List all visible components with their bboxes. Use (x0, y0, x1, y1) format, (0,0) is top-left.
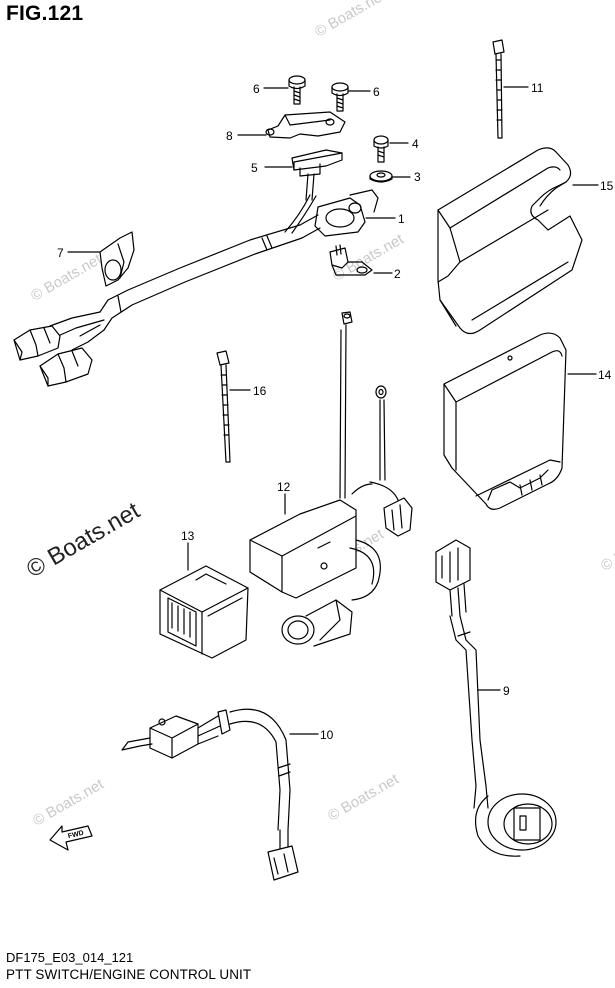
callout-8: 8 (226, 129, 233, 143)
harness-1 (13, 189, 379, 387)
callout-2: 2 (394, 267, 401, 281)
fwd-arrow-icon (49, 825, 93, 851)
callout-13: 13 (181, 529, 195, 543)
cover-15 (437, 147, 583, 335)
cable-tie-16 (216, 350, 231, 463)
fwd-label: FWD (67, 830, 84, 841)
harness-9 (435, 539, 557, 857)
screw-4 (373, 135, 389, 163)
callout-14: 14 (598, 368, 612, 382)
clip-7 (99, 231, 135, 287)
switch-harness-10 (121, 708, 299, 881)
callout-15: 15 (600, 179, 614, 193)
bracket-8 (265, 111, 346, 139)
callout-1: 1 (398, 212, 405, 226)
callout-5: 5 (251, 161, 258, 175)
ecu-14 (443, 332, 567, 510)
switch-5 (291, 149, 343, 201)
callout-4: 4 (412, 137, 419, 151)
callout-6b: 6 (373, 85, 380, 99)
callout-7: 7 (57, 246, 64, 260)
diagram-caption: PTT SWITCH/ENGINE CONTROL UNIT (6, 967, 252, 982)
diagram-code: DF175_E03_014_121 (6, 950, 134, 965)
callout-11: 11 (531, 81, 544, 95)
cable-tie-11 (492, 39, 505, 139)
callout-12: 12 (277, 480, 291, 494)
relay-12 (249, 311, 413, 647)
screw-6a (288, 75, 306, 105)
callout-9: 9 (503, 684, 510, 698)
figure-title: FIG.121 (6, 2, 84, 25)
screw-6b (331, 82, 349, 112)
callout-6a: 6 (253, 82, 260, 96)
sensor-2 (329, 244, 373, 276)
relay-13 (159, 565, 249, 659)
callout-3: 3 (414, 170, 421, 184)
callout-16: 16 (253, 384, 267, 398)
callout-10: 10 (320, 728, 334, 742)
washer-3 (369, 170, 393, 183)
